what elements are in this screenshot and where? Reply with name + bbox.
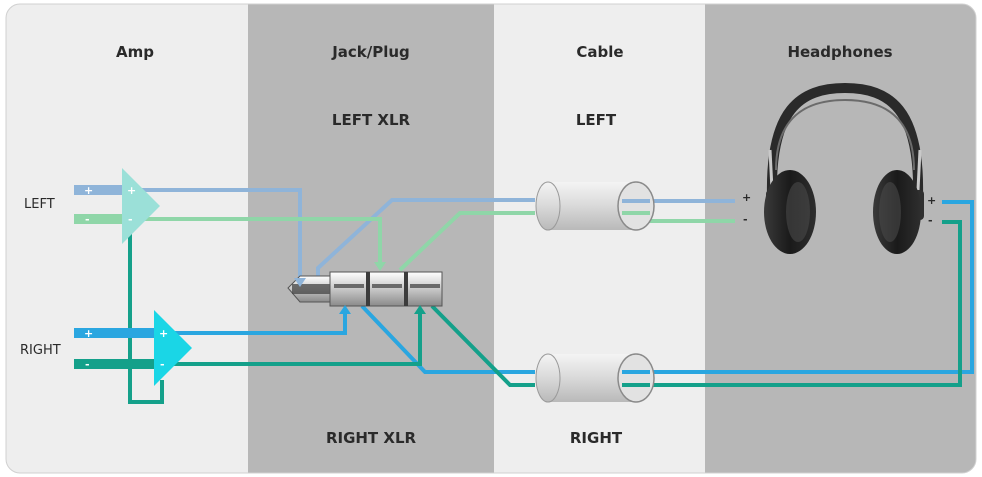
column-title-cable: Cable — [576, 43, 623, 61]
amp-left-plus-sign: + — [84, 184, 93, 197]
right-xlr-label: RIGHT XLR — [326, 429, 417, 447]
amp-left-input: + - — [74, 184, 122, 226]
cable-right-cylinder — [535, 353, 655, 403]
amp-right-triangle-minus: - — [160, 358, 165, 371]
wire-left-minus-amp — [74, 217, 382, 268]
arrow-left-plus — [294, 278, 306, 287]
headphone-left-plus: + — [742, 191, 751, 204]
column-title-amp: Amp — [116, 43, 154, 61]
amp-left-plus-stub — [74, 185, 122, 195]
jack-plug-tip-shadow — [292, 284, 332, 294]
jack-plug-body — [329, 271, 443, 307]
jack-plug-ring-1 — [366, 272, 370, 306]
diagram-frame — [5, 3, 977, 474]
headphone-right-plus: + — [927, 194, 936, 207]
jack-plug-ring-2 — [404, 272, 408, 306]
amp-left-minus-sign: - — [85, 213, 90, 226]
amp-right-plus-sign: + — [84, 327, 93, 340]
jack-plug-sheen-3 — [410, 284, 440, 288]
cable-right-end-a — [535, 353, 561, 403]
headphone-right-minus: - — [928, 214, 933, 227]
amp-left-triangle-minus: - — [128, 213, 133, 226]
amp-right-triangle-shape — [154, 310, 192, 386]
jack-column — [248, 4, 494, 473]
wire-left-plus-cable — [316, 198, 535, 280]
wire-right-minus-amp — [74, 308, 422, 366]
column-backgrounds — [6, 4, 976, 473]
plug-arrows — [294, 262, 426, 314]
amp-left-triangle-plus: + — [127, 184, 136, 197]
jack-plug-sheen-1 — [334, 284, 364, 288]
amp-right-input: + - — [74, 327, 154, 371]
cable-right-end-b — [617, 353, 655, 403]
amp-right-triangle: + - — [154, 310, 192, 386]
wires — [74, 188, 974, 404]
headphones-column — [705, 4, 976, 473]
wire-right-minus-headphone — [620, 220, 962, 387]
column-title-headphones: Headphones — [787, 43, 892, 61]
cable-right-label: RIGHT — [570, 429, 623, 447]
jack-plug — [287, 271, 443, 307]
amp-right-minus-stub — [74, 359, 154, 369]
column-title-jack: Jack/Plug — [331, 43, 410, 61]
headband-icon — [766, 82, 924, 201]
cable-left-cylinder — [535, 181, 655, 231]
amp-left-minus-stub — [74, 214, 122, 224]
cable-left-end-b — [617, 181, 655, 231]
headband-slider-right — [916, 149, 922, 191]
amp-right-minus-sign: - — [85, 358, 90, 371]
wire-right-plus-headphone — [620, 200, 974, 374]
wire-left-plus-amp — [74, 188, 302, 282]
headphone-left-minus: - — [743, 213, 748, 226]
wire-left-minus-cable — [398, 211, 535, 272]
amp-right-label: RIGHT — [20, 343, 61, 358]
amp-right-plus-stub — [74, 328, 154, 338]
arrow-right-minus — [414, 305, 426, 314]
jack-plug-sheen-2 — [372, 284, 402, 288]
arrow-left-minus — [374, 262, 386, 271]
amp-left-label: LEFT — [24, 197, 55, 212]
cable-left-label: LEFT — [576, 111, 617, 129]
amp-left-triangle: + - — [122, 168, 160, 244]
cable-column — [494, 4, 705, 473]
left-xlr-label: LEFT XLR — [332, 111, 411, 129]
amp-left-triangle-shape — [122, 168, 160, 244]
arrow-right-plus — [339, 305, 351, 314]
headphones-image — [764, 82, 924, 254]
cable-left-end-a — [535, 181, 561, 231]
amp-right-triangle-plus: + — [159, 327, 168, 340]
wire-right-minus-cable — [430, 304, 535, 387]
